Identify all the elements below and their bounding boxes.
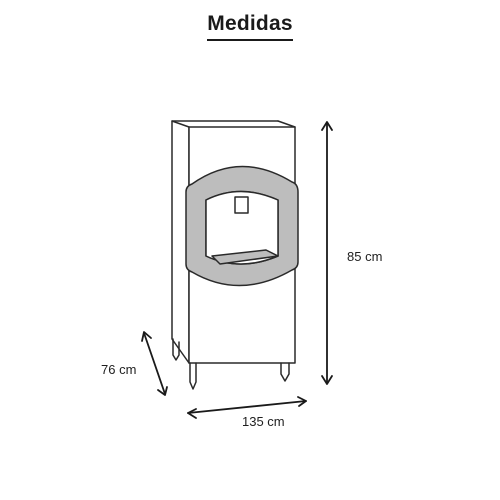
height-dimension-arrow bbox=[321, 121, 333, 385]
width-label: 135 cm bbox=[242, 414, 285, 429]
front-right-leg bbox=[280, 362, 290, 382]
front-left-leg bbox=[189, 362, 197, 390]
ice-chute bbox=[234, 196, 249, 214]
drip-tray bbox=[211, 249, 279, 265]
page-title-text: Medidas bbox=[207, 12, 293, 41]
back-leg bbox=[172, 338, 180, 361]
height-label: 85 cm bbox=[347, 249, 383, 264]
width-dimension-arrow bbox=[187, 396, 307, 419]
depth-dimension-arrow bbox=[141, 331, 168, 396]
depth-label: 76 cm bbox=[101, 362, 137, 377]
page-title: Medidas bbox=[0, 12, 500, 41]
